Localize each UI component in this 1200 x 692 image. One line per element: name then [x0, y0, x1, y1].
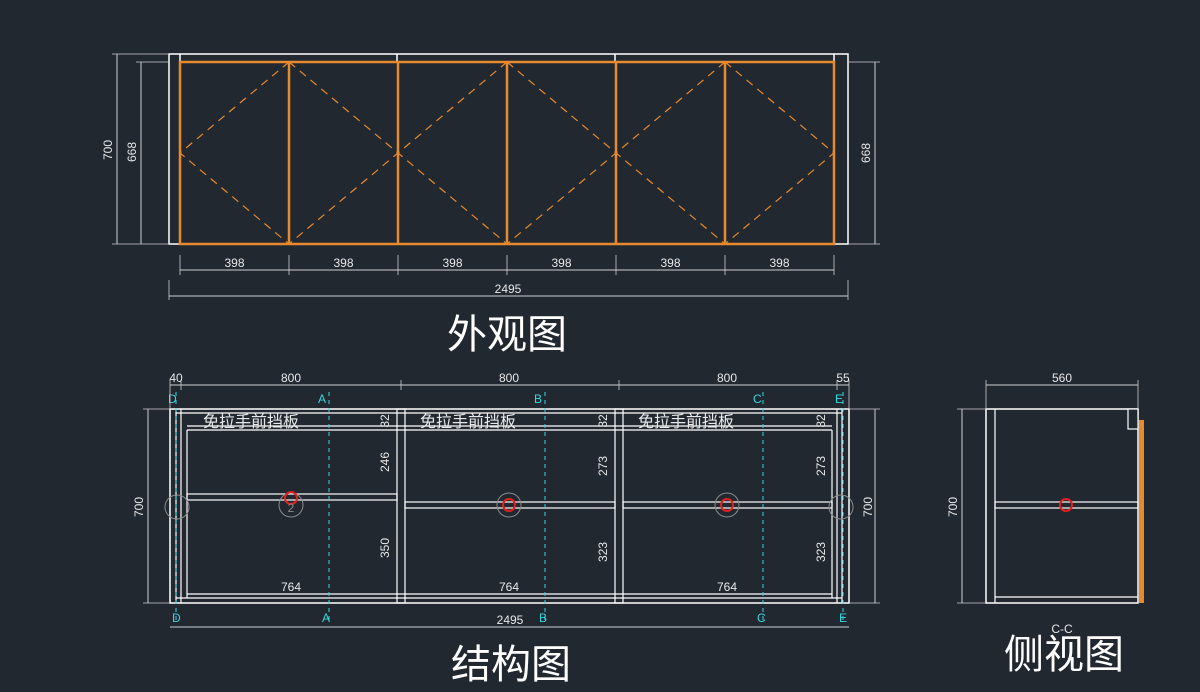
door-width-label: 398 — [769, 256, 789, 270]
side-red-marker — [1059, 498, 1073, 512]
side-height: 700 — [946, 497, 960, 517]
structure-divider-2 — [614, 408, 624, 604]
door-swing-line — [724, 61, 835, 245]
section-top-e: E — [835, 392, 843, 406]
shelf-1 — [186, 493, 398, 501]
marker-left — [164, 494, 190, 520]
lower-height-2: 323 — [596, 542, 610, 562]
marker-section-3 — [714, 492, 740, 518]
side-section-label: C-C — [1051, 622, 1073, 636]
panel-thickness-1: 32 — [378, 414, 392, 428]
structure-view: 免拉手前挡板 免拉手前挡板 免拉手前挡板 32 32 32 246 273 27… — [132, 371, 880, 688]
door-width-label: 398 — [442, 256, 462, 270]
door-swing-line — [179, 61, 290, 245]
top-dim-800-3: 800 — [717, 371, 737, 385]
section-top-d: D — [168, 392, 177, 406]
section-bottom-b: B — [539, 611, 547, 625]
structure-height-right: 700 — [861, 497, 875, 517]
door-swing-line — [506, 61, 617, 245]
bottom-width-2: 764 — [499, 580, 519, 594]
exterior-height-right: 668 — [859, 143, 873, 163]
circle-markers: 2 — [164, 491, 854, 520]
marker-red-3 — [720, 498, 734, 512]
door-swing-line — [288, 61, 399, 245]
exterior-height-outer: 700 — [101, 140, 115, 160]
exterior-title: 外观图 — [447, 312, 567, 358]
section-top-b: B — [534, 392, 542, 406]
section-top-a: A — [318, 392, 326, 406]
top-dim-40: 40 — [169, 371, 183, 385]
shelf-3 — [622, 501, 833, 509]
side-depth: 560 — [1052, 371, 1072, 385]
exterior-view: 700 668 668 398 398 398 398 398 398 2495 外观图 — [101, 53, 880, 358]
structure-divider-1 — [396, 408, 406, 604]
marker-red-1 — [284, 491, 298, 505]
structure-overall-width: 2495 — [497, 613, 524, 627]
dim-top-chain-ticks — [169, 380, 850, 409]
marker-section-2 — [496, 492, 522, 518]
side-title: 侧视图 — [1004, 632, 1124, 678]
section-bottom-e: E — [839, 611, 847, 625]
marker-label-2: 2 — [288, 501, 295, 515]
front-panel-label-2: 免拉手前挡板 — [420, 412, 516, 431]
marker-right — [828, 494, 854, 520]
marker-red-2 — [502, 498, 516, 512]
section-bottom-a: A — [322, 611, 330, 625]
door-swing-line — [615, 61, 726, 245]
bottom-width-3: 764 — [717, 580, 737, 594]
shelf-2 — [404, 501, 616, 509]
section-bottom-c: C — [757, 611, 766, 625]
door-panels — [178, 60, 836, 246]
lower-height-3: 323 — [814, 542, 828, 562]
panel-thickness-2: 32 — [596, 414, 610, 428]
side-front-notch — [1127, 408, 1139, 430]
top-dim-55: 55 — [836, 371, 850, 385]
top-dim-800-2: 800 — [499, 371, 519, 385]
exterior-cabinet-outline — [168, 53, 849, 245]
door-width-label: 398 — [224, 256, 244, 270]
exterior-height-inner: 668 — [125, 142, 139, 162]
section-cut-lines — [175, 392, 844, 620]
upper-height-2: 273 — [596, 456, 610, 476]
bottom-width-1: 764 — [281, 580, 301, 594]
side-shelf — [994, 501, 1139, 509]
side-outline — [985, 408, 1139, 604]
door-swing-line — [397, 61, 508, 245]
section-top-c: C — [753, 392, 762, 406]
side-view: 560 700 C-C 侧视图 — [946, 371, 1144, 678]
structure-height-left: 700 — [132, 497, 146, 517]
panel-thickness-3: 32 — [814, 414, 828, 428]
door-width-label: 398 — [551, 256, 571, 270]
door-width-dimensions: 398 398 398 398 398 398 — [179, 255, 835, 275]
upper-height-3: 273 — [814, 456, 828, 476]
door-width-label: 398 — [333, 256, 353, 270]
door-width-label: 398 — [660, 256, 680, 270]
front-panel-label-1: 免拉手前挡板 — [203, 412, 299, 431]
section-bottom-d: D — [172, 611, 181, 625]
lower-height-1: 350 — [378, 538, 392, 558]
side-door-edge — [1139, 420, 1144, 603]
upper-height-1: 246 — [378, 452, 392, 472]
structure-outline — [169, 408, 850, 604]
front-panel-label-3: 免拉手前挡板 — [638, 412, 734, 431]
top-dim-800-1: 800 — [281, 371, 301, 385]
exterior-overall-width: 2495 — [495, 282, 522, 296]
structure-title: 结构图 — [451, 642, 571, 688]
